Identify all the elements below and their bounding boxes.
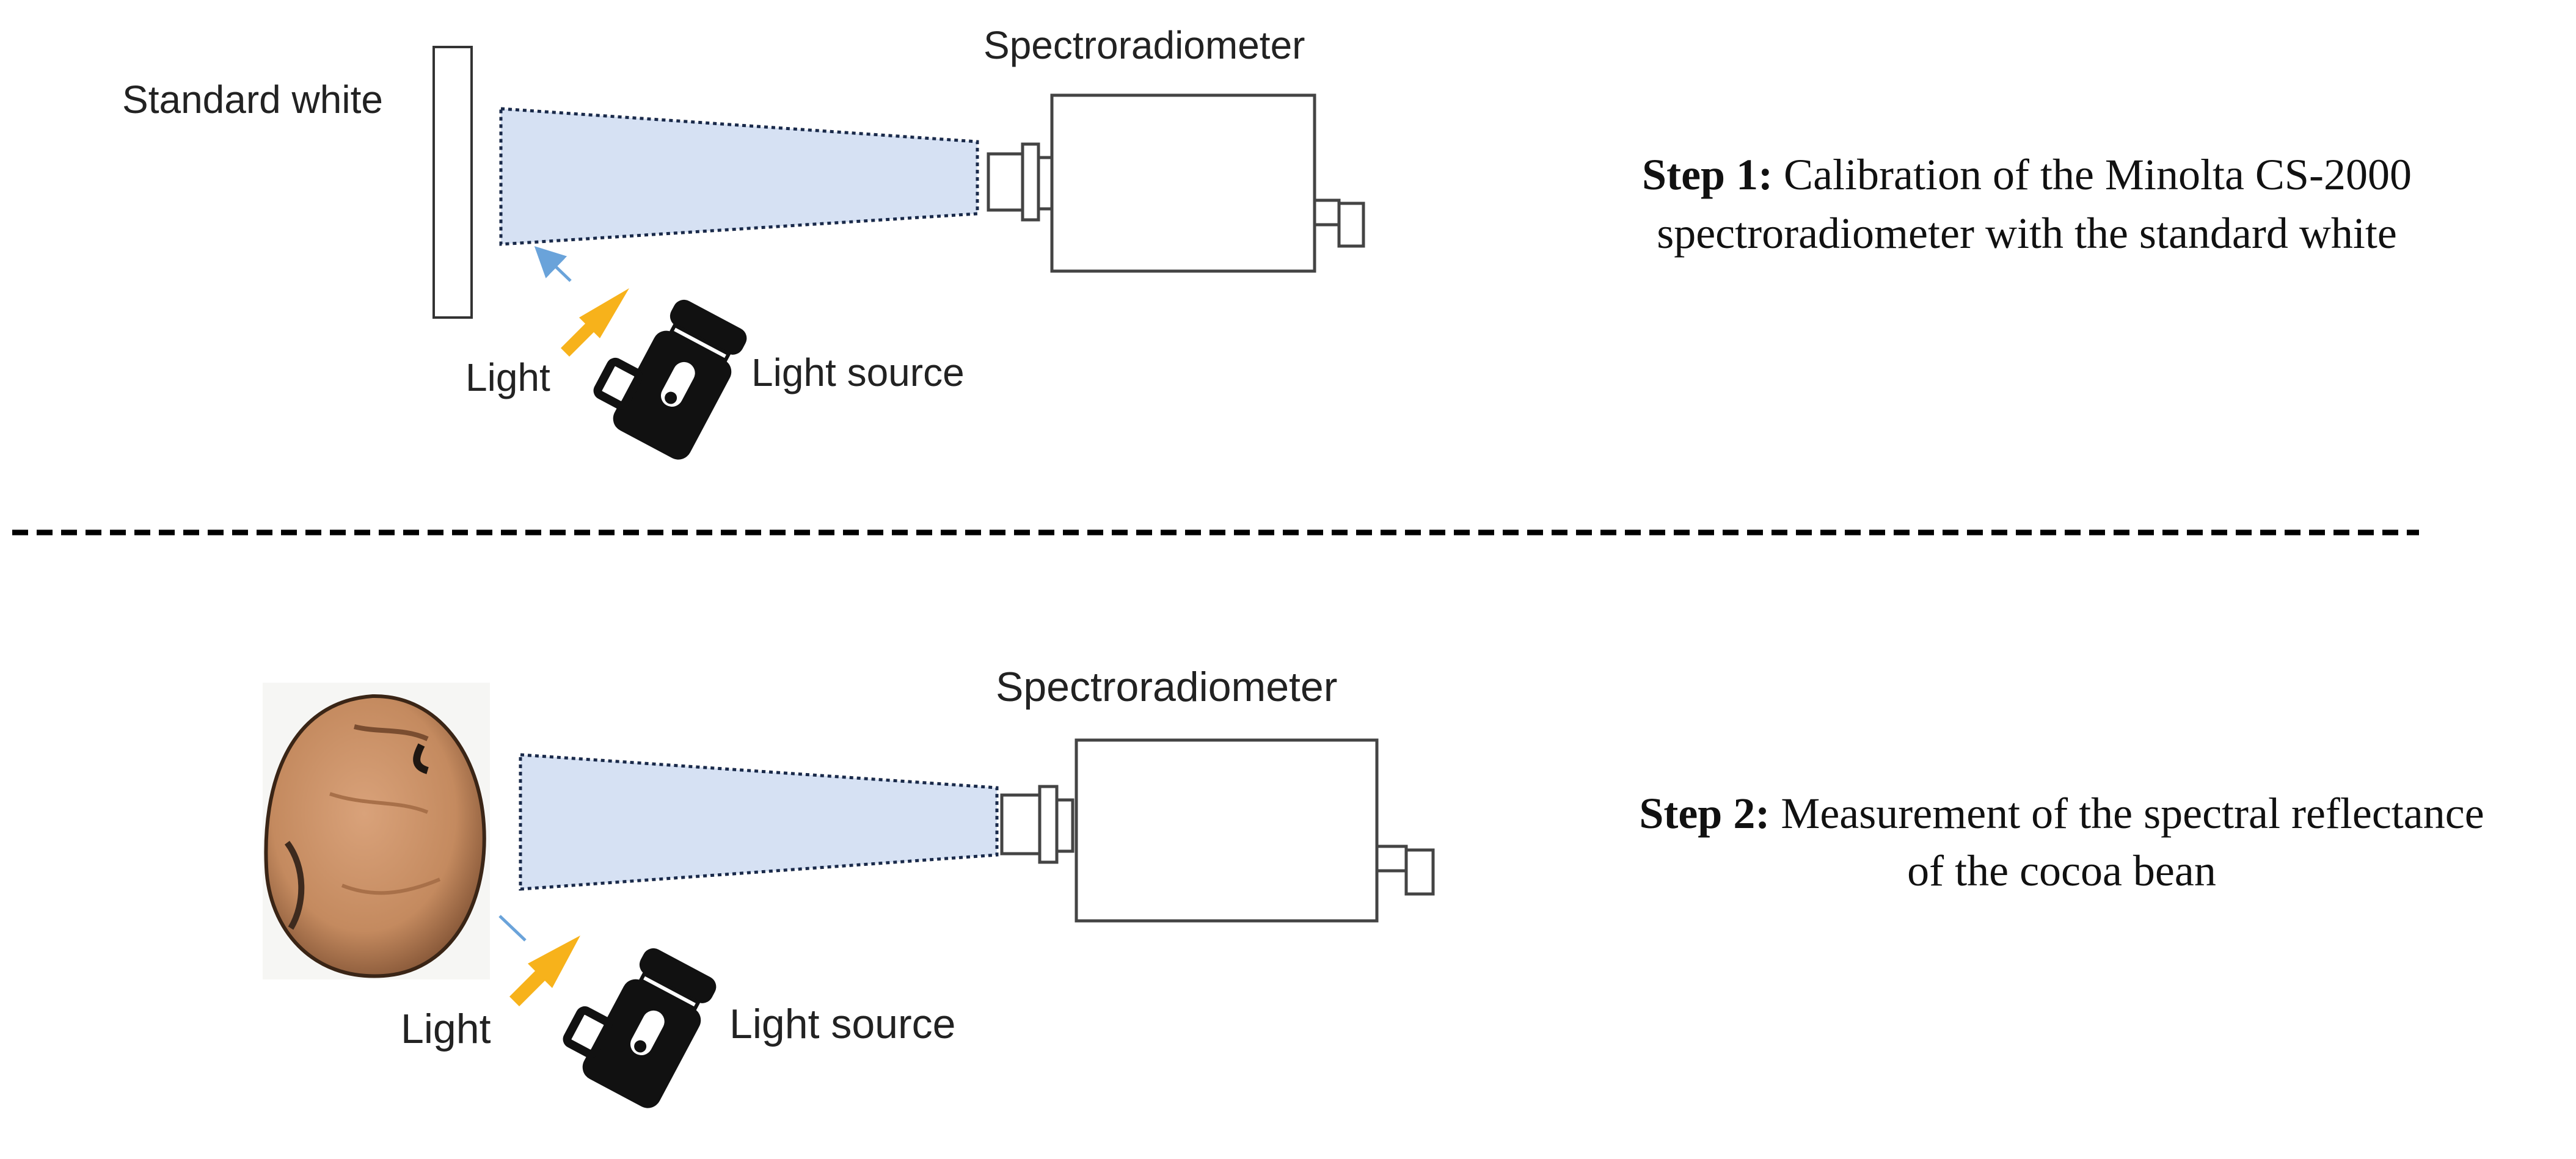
light-source-label: Light source — [751, 351, 965, 394]
step1-group: Standard white Spectroradiometer Light L… — [122, 23, 2412, 460]
step1-caption-bold: Step 1: — [1642, 150, 1773, 199]
step2-caption-bold: Step 2: — [1639, 789, 1770, 838]
step2-caption-text: Measurement of the spectral reflectance — [1781, 789, 2484, 838]
spectroradiometer-label: Spectroradiometer — [996, 664, 1337, 710]
light-source-label: Light source — [729, 1001, 955, 1047]
light-label: Light — [465, 355, 550, 399]
light-arrow — [509, 936, 580, 1006]
standard-white-label: Standard white — [122, 78, 383, 122]
reflection-arrow — [534, 246, 572, 282]
reflection-arrow — [498, 915, 527, 942]
step1-caption-text: Calibration of the Minolta CS-2000 — [1784, 150, 2412, 199]
spectroradiometer-icon — [987, 93, 1365, 273]
standard-white-panel — [432, 46, 473, 319]
step1-caption-line1: Step 1:Calibration of the Minolta CS-200… — [1642, 150, 2412, 199]
measurement-beam — [519, 753, 999, 891]
step2-group: Spectroradiometer Light Light source Ste… — [263, 664, 2484, 1108]
spectroradiometer-icon — [1000, 738, 1435, 923]
step2-caption-line2: of the cocoa bean — [1907, 846, 2216, 895]
light-source-icon — [563, 948, 717, 1108]
light-label: Light — [401, 1006, 491, 1052]
spectroradiometer-label: Spectroradiometer — [983, 23, 1305, 67]
step1-caption-line2: spectroradiometer with the standard whit… — [1657, 209, 2397, 258]
cocoa-bean-photo — [263, 683, 490, 979]
measurement-beam — [499, 107, 979, 246]
light-source-icon — [593, 299, 747, 460]
step2-caption-line1: Step 2:Measurement of the spectral refle… — [1639, 789, 2484, 838]
light-arrow — [561, 288, 629, 357]
